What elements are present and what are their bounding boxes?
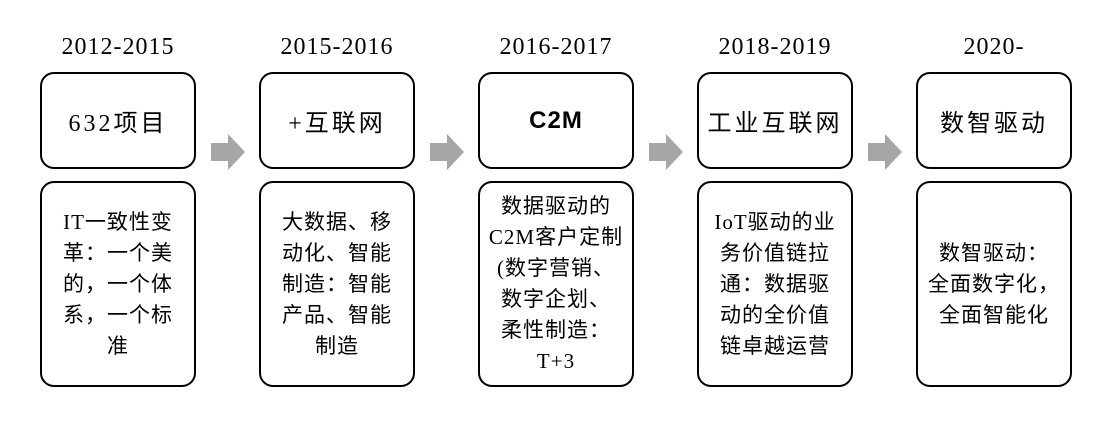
stage-column-3: 2016-2017 C2M 数据驱动的 C2M客户定制 (数字营销、 数字企划、… xyxy=(478,32,634,387)
stage-title-box: 工业互联网 xyxy=(697,72,853,169)
stage-column-4: 2018-2019 工业互联网 IoT驱动的业 务价值链拉 通：数据驱 动的全价… xyxy=(697,32,853,387)
stage-title-box: 632项目 xyxy=(40,72,196,169)
right-arrow-icon xyxy=(867,134,902,170)
stage-title: 数智驱动 xyxy=(940,111,1048,137)
stage-description-box: IT一致性变 革：一个美 的，一个体 系，一个标 准 xyxy=(40,181,196,387)
right-arrow-icon xyxy=(210,134,245,170)
year-label: 2016-2017 xyxy=(499,34,613,60)
stage-description-box: 大数据、移 动化、智能 制造：智能 产品、智能 制造 xyxy=(259,181,415,387)
year-label: 2012-2015 xyxy=(61,34,175,60)
stage-column-1: 2012-2015 632项目 IT一致性变 革：一个美 的，一个体 系，一个标… xyxy=(40,32,196,387)
stage-column-2: 2015-2016 +互联网 大数据、移 动化、智能 制造：智能 产品、智能 制… xyxy=(259,32,415,387)
stage-description-box: IoT驱动的业 务价值链拉 通：数据驱 动的全价值 链卓越运营 xyxy=(697,181,853,387)
stage-title-box: 数智驱动 xyxy=(916,72,1072,169)
year-label: 2015-2016 xyxy=(280,34,394,60)
stage-description-box: 数智驱动： 全面数字化， 全面智能化 xyxy=(916,181,1072,387)
arrow-gap-2 xyxy=(415,32,478,171)
arrow-gap-3 xyxy=(634,32,697,171)
stage-title: C2M xyxy=(529,106,583,134)
stage-title-box: C2M xyxy=(478,72,634,169)
arrow-gap-4 xyxy=(853,32,916,171)
stage-column-5: 2020- 数智驱动 数智驱动： 全面数字化， 全面智能化 xyxy=(916,32,1072,387)
right-arrow-icon xyxy=(429,134,464,170)
stage-description-box: 数据驱动的 C2M客户定制 (数字营销、 数字企划、 柔性制造： T+3 xyxy=(478,181,634,387)
timeline-row: 2012-2015 632项目 IT一致性变 革：一个美 的，一个体 系，一个标… xyxy=(40,32,1072,387)
year-label: 2018-2019 xyxy=(718,34,832,60)
stage-title: 632项目 xyxy=(68,111,168,137)
right-arrow-icon xyxy=(648,134,683,170)
stage-title: 工业互联网 xyxy=(707,111,843,137)
year-label: 2020- xyxy=(963,34,1025,60)
stage-title: +互联网 xyxy=(288,111,386,137)
arrow-gap-1 xyxy=(196,32,259,171)
stage-title-box: +互联网 xyxy=(259,72,415,169)
